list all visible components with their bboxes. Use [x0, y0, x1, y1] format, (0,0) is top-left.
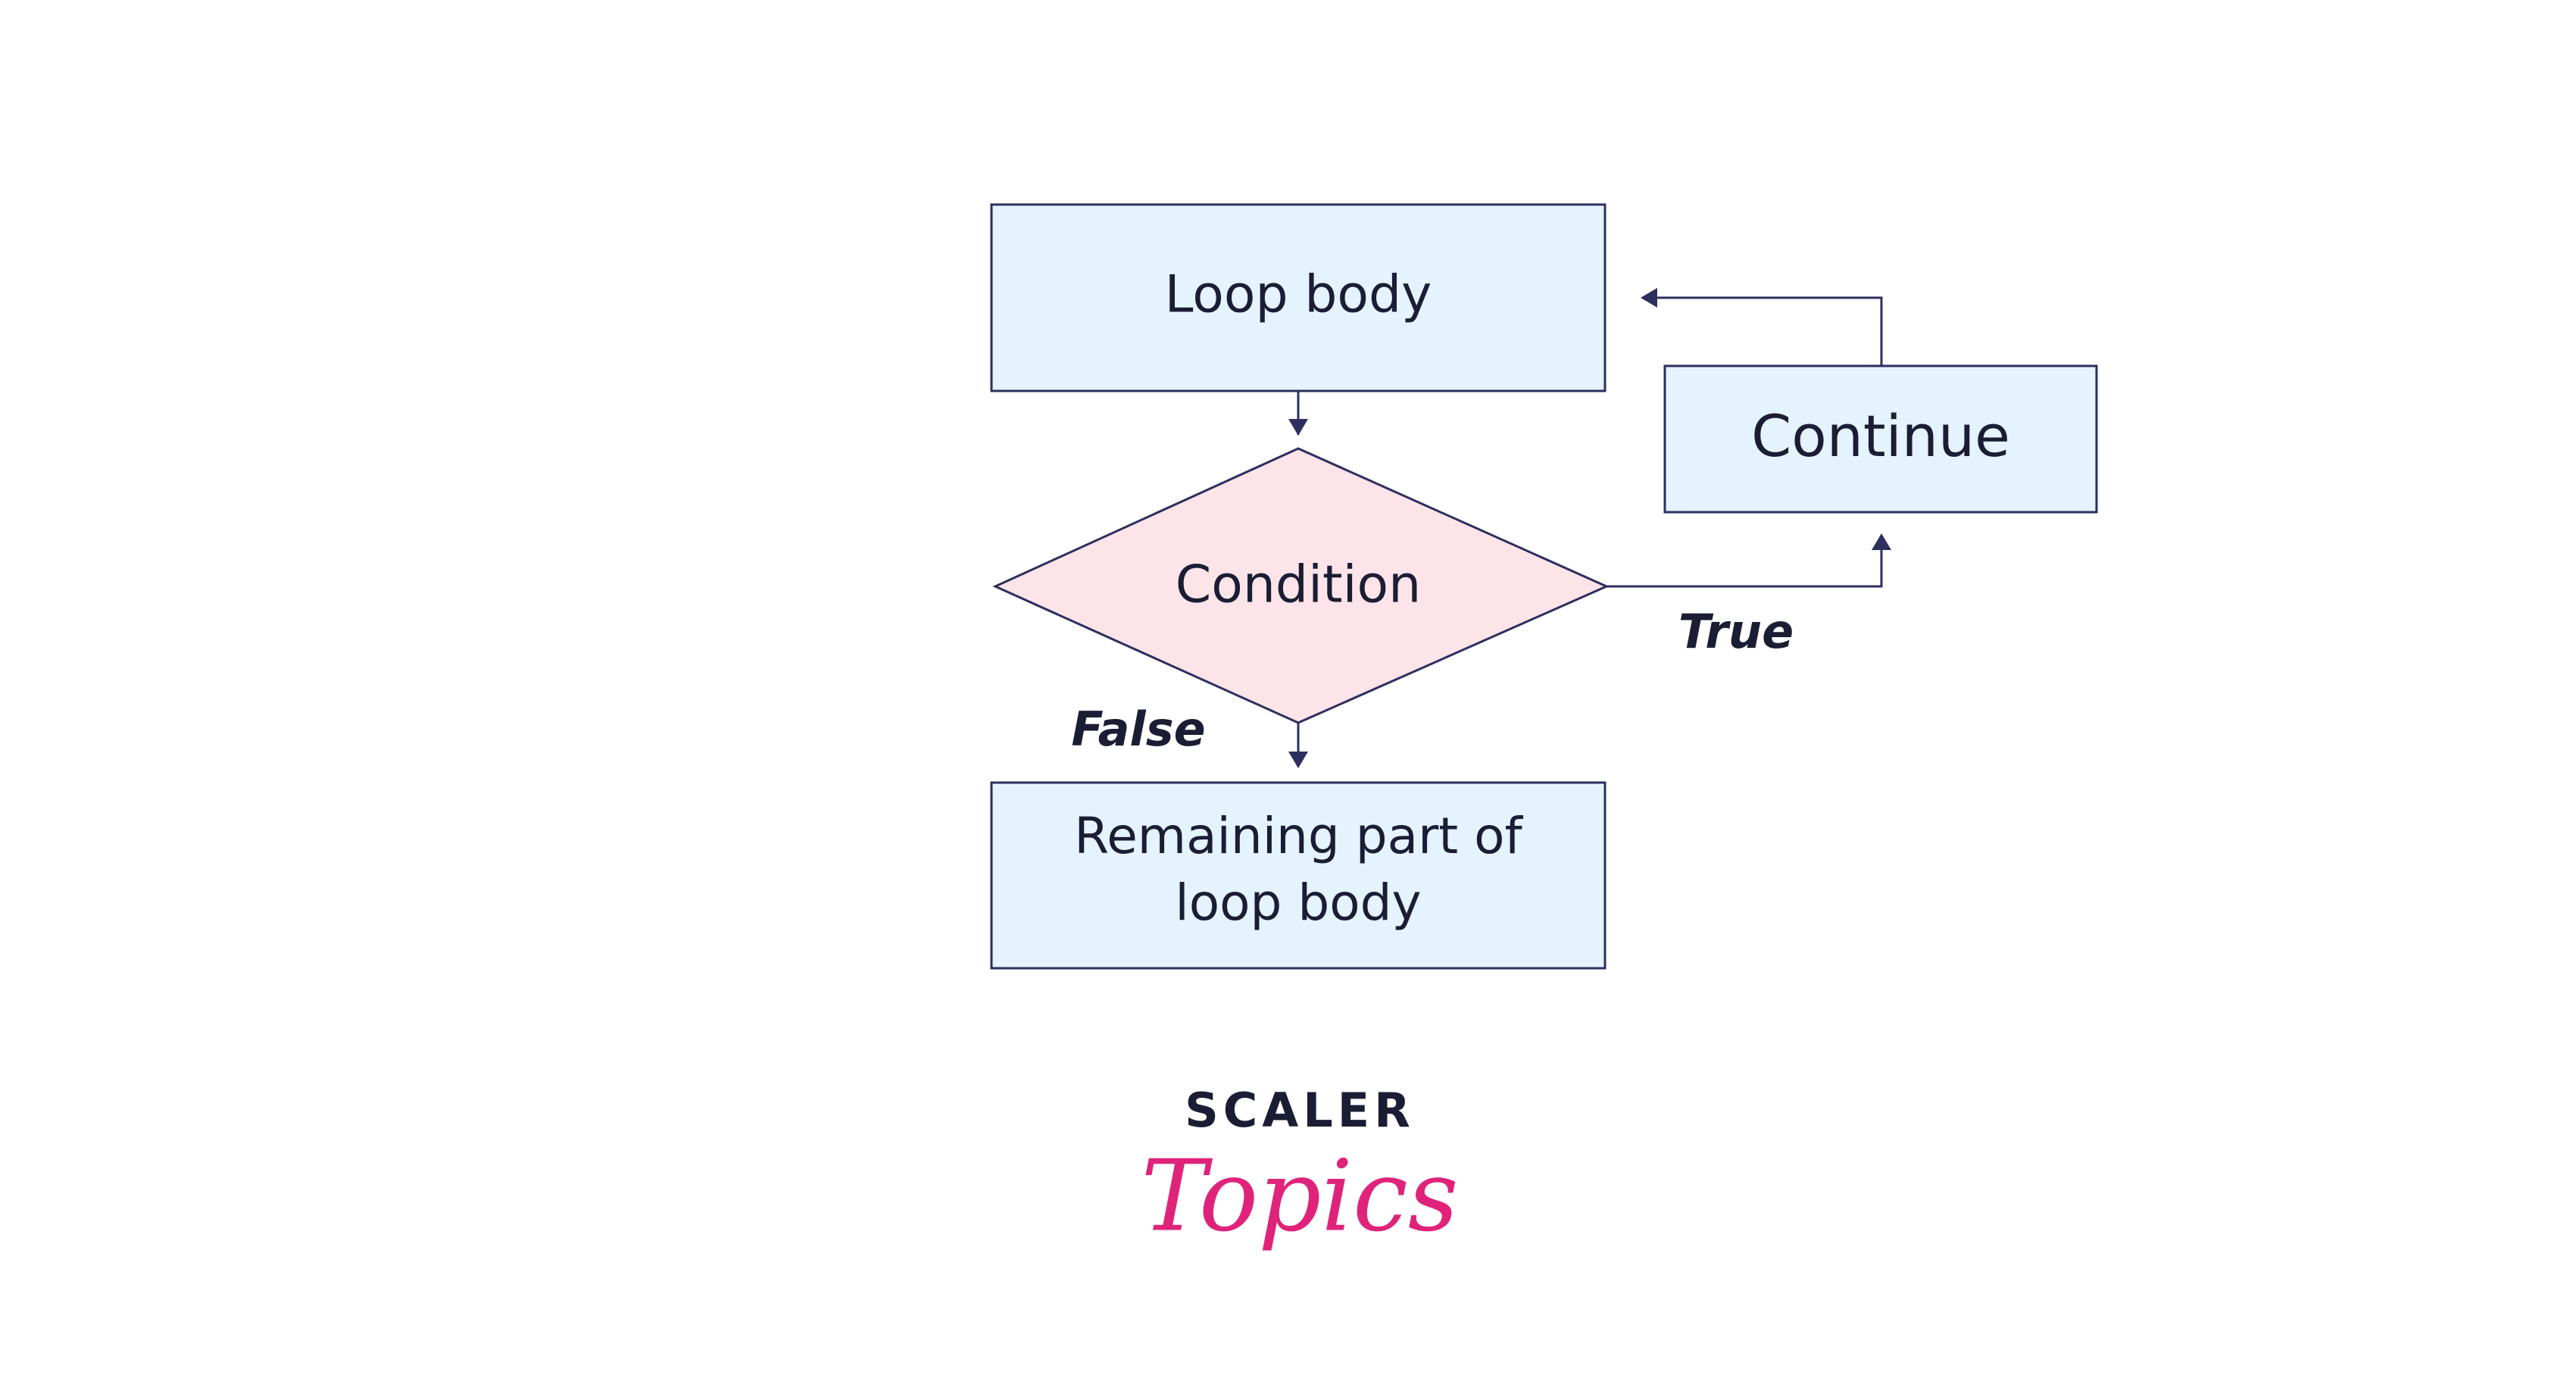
arrow-continue-to-loop-body: [1656, 296, 1883, 366]
loop-body-box: [990, 203, 1606, 392]
remaining-label-line2: loop body: [1175, 874, 1421, 932]
false-label: False: [1071, 702, 1205, 757]
remaining-box: [990, 781, 1606, 970]
continue-label: Continue: [1751, 402, 2010, 470]
arrowhead-down-1: [1288, 419, 1308, 436]
arrowhead-down-2: [1288, 752, 1308, 768]
condition-label: Condition: [1176, 555, 1422, 615]
brand-topics-text: Topics: [1141, 1139, 1458, 1254]
true-label: True: [1678, 604, 1794, 659]
loop-body-label: Loop body: [1165, 265, 1432, 325]
arrowhead-left: [1641, 288, 1657, 308]
remaining-label-line1: Remaining part of: [1074, 807, 1523, 865]
brand-scaler-text: SCALER: [1185, 1083, 1415, 1138]
arrow-condition-to-continue: [1606, 542, 1883, 588]
scaler-topics-logo: SCALER Topics: [1141, 1083, 1458, 1253]
arrowhead-up: [1872, 533, 1891, 550]
